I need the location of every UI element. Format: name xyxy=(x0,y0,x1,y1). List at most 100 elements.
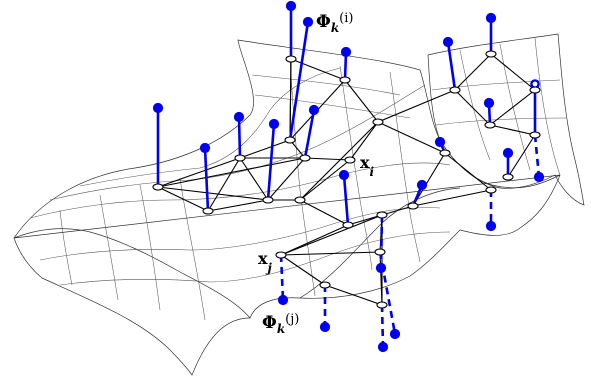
graph-edge xyxy=(490,53,536,91)
graph-edge xyxy=(489,89,536,126)
graph-edge xyxy=(412,189,492,207)
signal-value-marker xyxy=(377,341,389,353)
signal-value-marker xyxy=(533,171,545,183)
graph-nodes xyxy=(152,50,541,309)
graph-edge xyxy=(207,157,241,212)
graph-vertex xyxy=(407,202,419,210)
signal-value-marker xyxy=(442,36,454,48)
graph-vertex xyxy=(152,183,164,191)
signal-stem-negative xyxy=(380,304,385,348)
graph-edges xyxy=(157,53,536,306)
signal-value-marker xyxy=(285,0,297,12)
signal-stem-negative xyxy=(279,254,285,301)
graph-edge xyxy=(344,79,379,123)
signal-value-marker xyxy=(233,111,245,123)
signal-stem-positive xyxy=(266,123,276,201)
signal-stem-negative xyxy=(378,251,397,335)
signal-value-marker xyxy=(434,136,446,148)
graph-vertex xyxy=(319,281,331,289)
phi-k-j-label: Φk(j) xyxy=(262,312,299,336)
signal-value-marker xyxy=(319,321,331,333)
signal-value-marker xyxy=(485,12,497,24)
signal-stem-positive xyxy=(288,21,310,141)
signal-value-marker xyxy=(338,169,350,181)
signal-stem-negative xyxy=(533,134,541,178)
graph-vertex xyxy=(372,118,384,126)
signal-stem-positive xyxy=(203,147,210,212)
graph-edge xyxy=(280,224,349,256)
signal-value-marker xyxy=(340,46,352,58)
graph-vertex xyxy=(439,149,451,157)
signal-stem-positive xyxy=(342,174,350,226)
graph-edge xyxy=(280,214,383,256)
signal-value-marker xyxy=(389,328,401,340)
manifold-surface xyxy=(13,33,585,376)
phi-k-i-label: Φk(i) xyxy=(316,11,353,35)
signal-value-marker xyxy=(485,220,497,232)
signal-value-marker xyxy=(483,97,495,109)
graph-edge xyxy=(381,205,414,216)
graph-vertex xyxy=(502,173,514,181)
graph-edge xyxy=(349,121,379,161)
graph-edge xyxy=(324,284,383,306)
graph-vertex xyxy=(485,50,497,58)
graph-vertex xyxy=(275,251,287,259)
signal-stem-positive xyxy=(303,109,316,159)
graph-vertex xyxy=(484,121,496,129)
graph-edge xyxy=(207,199,269,212)
signal-value-marker xyxy=(302,16,314,28)
graph-edge xyxy=(377,121,446,154)
x-i-label: xi xyxy=(360,153,375,179)
signal-value-marker xyxy=(268,118,280,130)
graph-edge xyxy=(299,121,379,201)
graph-edge xyxy=(412,152,446,207)
graph-edge xyxy=(379,251,383,306)
signal-stem-negative xyxy=(379,214,384,269)
graph-vertex xyxy=(376,211,388,219)
graph-vertex xyxy=(299,154,311,162)
graph-edge xyxy=(280,254,326,286)
graph-edge xyxy=(304,157,351,161)
graph-edge xyxy=(289,58,292,141)
manifold-lower-bulge xyxy=(299,187,461,299)
graph-vertex xyxy=(376,301,388,309)
graph-vertex xyxy=(374,248,386,256)
graph-vertex xyxy=(285,55,297,63)
signal-value-marker xyxy=(199,142,211,154)
manifold-front-lip xyxy=(13,237,251,376)
graph-vertex xyxy=(262,196,274,204)
graph-edge xyxy=(507,134,536,178)
graph-edge xyxy=(267,157,306,201)
graph-vertex xyxy=(485,186,497,194)
signal-value-marker xyxy=(416,179,428,191)
graph-edge xyxy=(444,152,492,191)
graph-edge xyxy=(454,53,492,91)
signal-stems xyxy=(152,0,545,353)
graph-vertex xyxy=(284,136,296,144)
signal-value-marker xyxy=(308,104,320,116)
signal-stem-positive xyxy=(446,41,457,91)
signal-value-marker xyxy=(277,294,289,306)
graph-vertex xyxy=(342,221,354,229)
graph-edge xyxy=(157,186,269,201)
graph-edge xyxy=(377,89,456,123)
graph-edge xyxy=(290,58,346,81)
graph-vertex xyxy=(529,131,541,139)
graph-vertex xyxy=(294,196,306,204)
graph-edge xyxy=(239,157,269,201)
graph-vertex xyxy=(234,154,246,162)
graph-edge xyxy=(454,89,491,126)
x-j-label: xj xyxy=(258,249,273,275)
signal-stem-positive xyxy=(237,116,242,159)
graph-vertex xyxy=(202,207,214,215)
graph-vertex xyxy=(339,76,351,84)
graph-vertex xyxy=(529,86,541,94)
signal-value-marker xyxy=(502,147,514,159)
graph-edge xyxy=(299,159,351,201)
graph-vertex xyxy=(344,156,356,164)
graph-edge xyxy=(489,124,536,136)
graph-edge xyxy=(239,139,291,159)
signal-value-marker xyxy=(152,102,164,114)
graph-edge xyxy=(157,157,241,188)
